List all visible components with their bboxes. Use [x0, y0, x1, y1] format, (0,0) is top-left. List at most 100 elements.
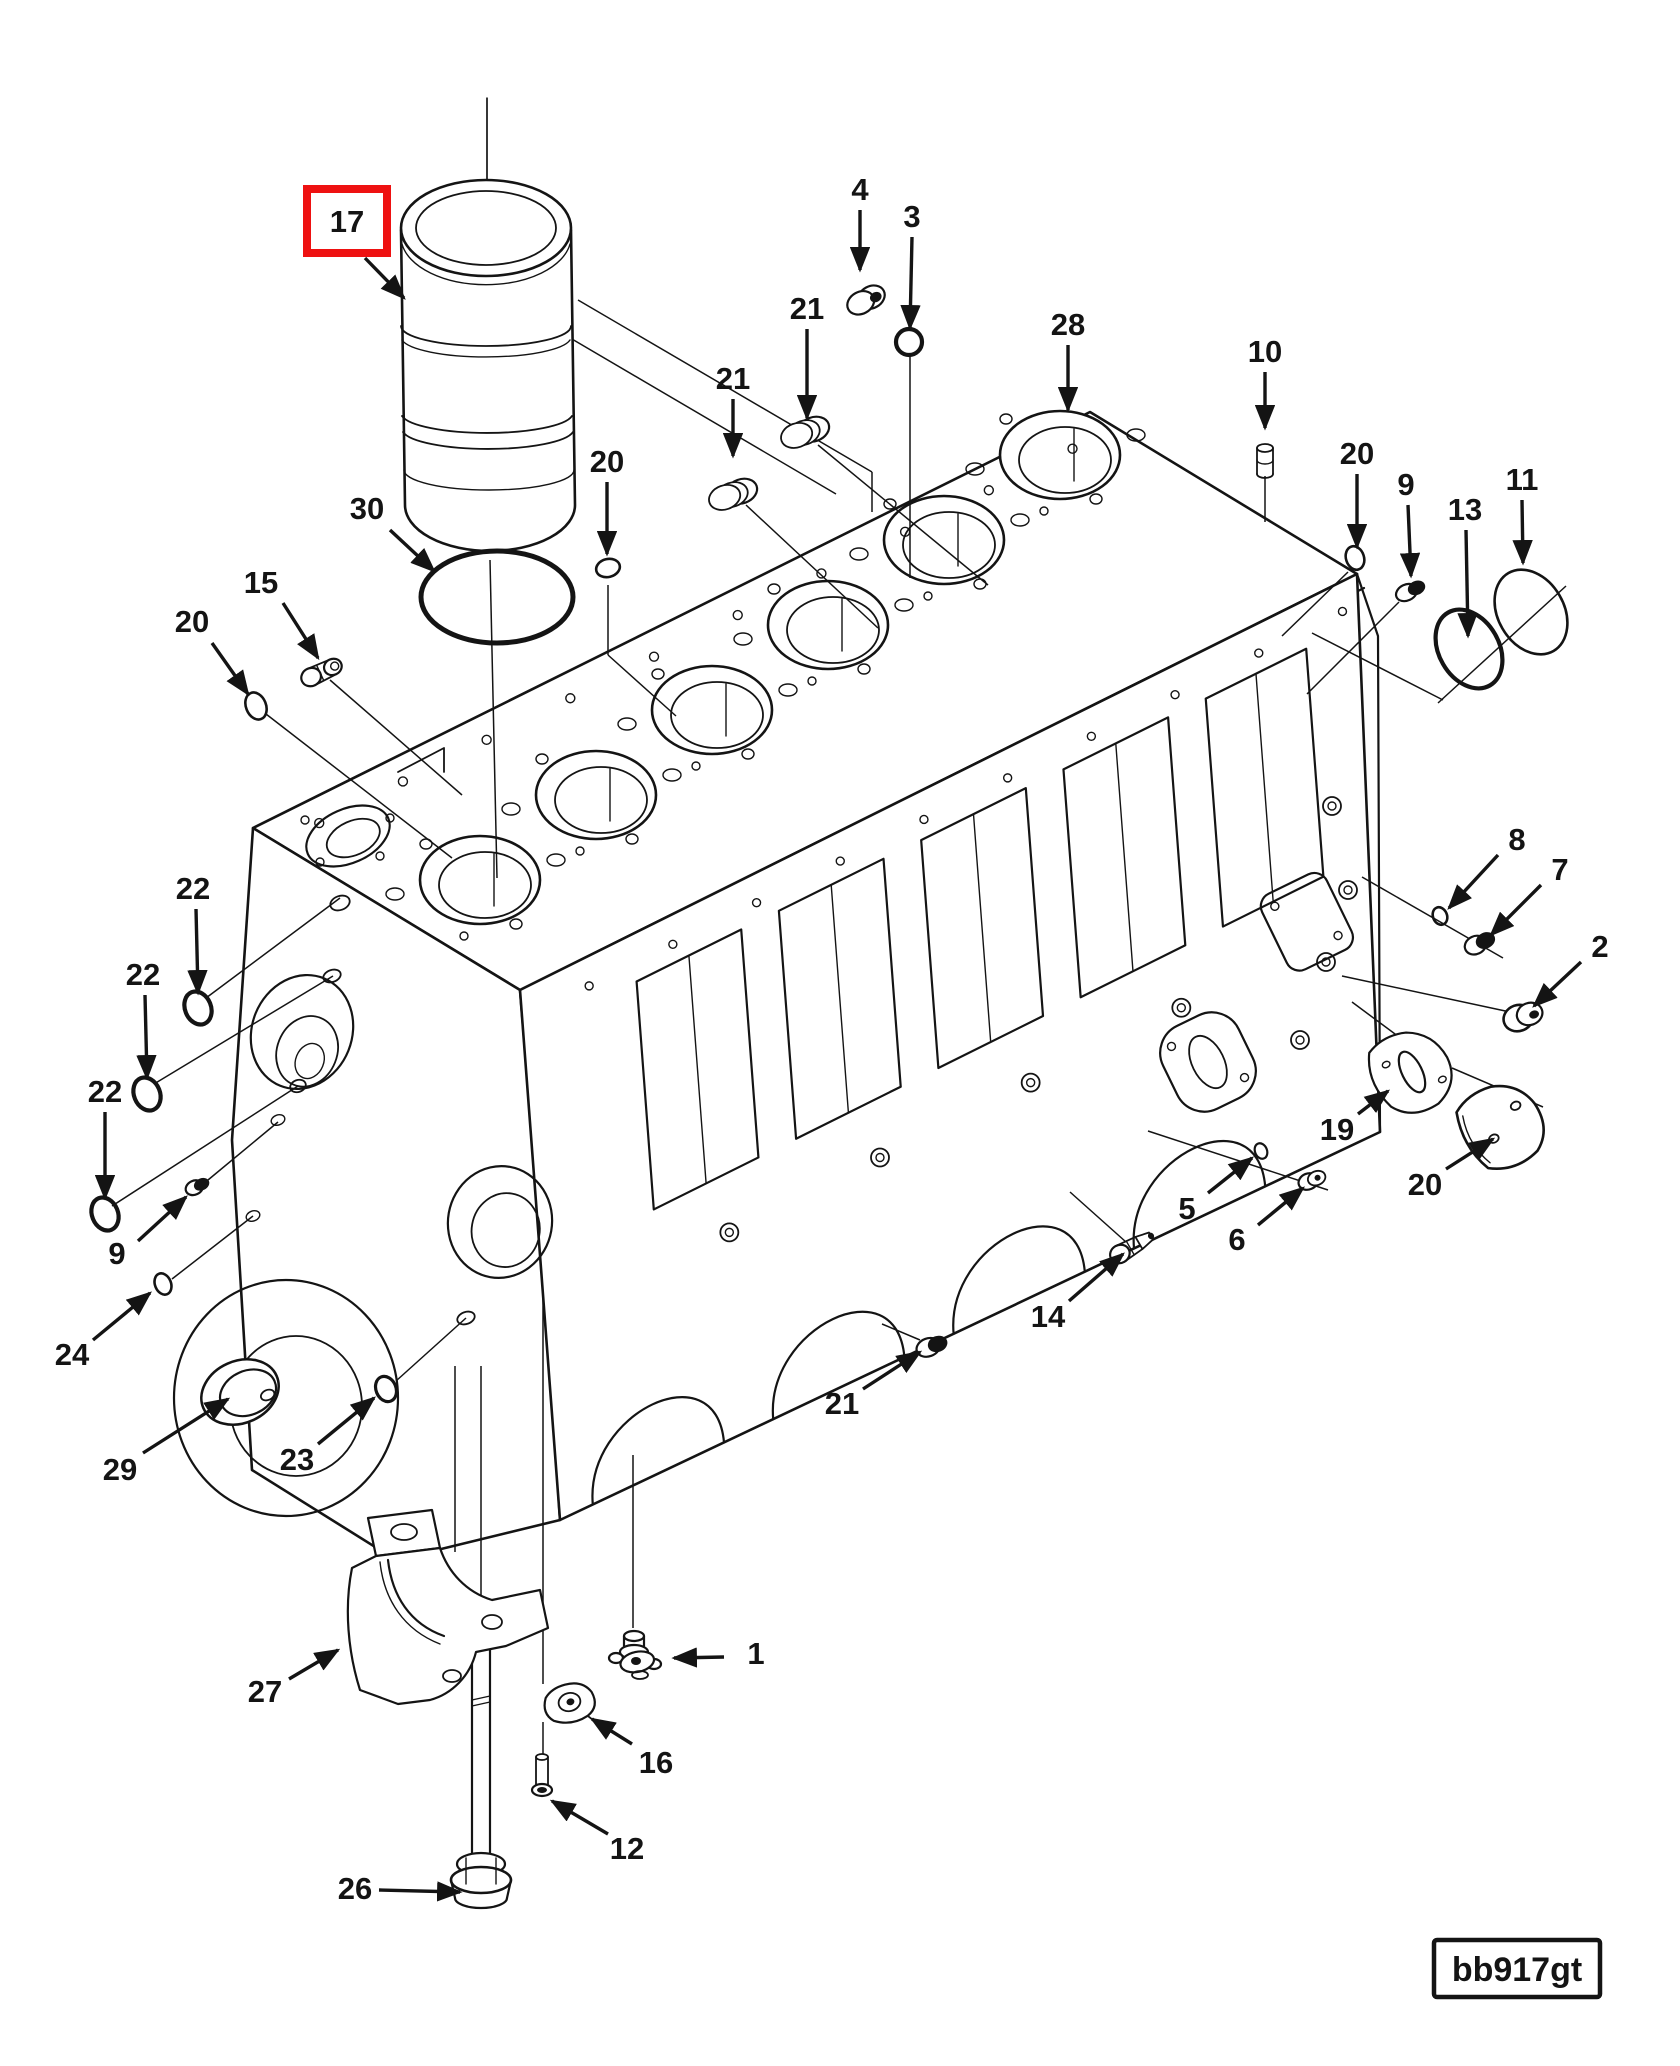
callout-24: 24	[55, 1291, 152, 1372]
callout-number: 22	[176, 871, 210, 906]
callout-number: 20	[175, 604, 209, 639]
callout-number: 10	[1248, 334, 1282, 369]
callout-17: 17	[303, 185, 406, 300]
bolt-12	[530, 1753, 554, 1798]
cap-bolt-26	[449, 1607, 513, 1910]
callout-1: 1	[671, 1636, 765, 1671]
callout-arrow	[1399, 504, 1421, 579]
callout-arrow	[281, 602, 320, 661]
callout-7: 7	[1489, 852, 1569, 937]
ring-21-mid	[780, 415, 831, 449]
callout-number: 14	[1031, 1299, 1066, 1334]
callout-arrow	[1532, 960, 1583, 1008]
callout-arrow	[388, 528, 436, 573]
callout-arrow	[91, 1291, 152, 1342]
callout-number: 21	[825, 1386, 859, 1421]
callout-arrow	[1445, 1137, 1496, 1171]
callout-number: 8	[1508, 822, 1525, 857]
callout-number: 21	[790, 291, 824, 326]
callout-number: 20	[1340, 436, 1374, 471]
callout-number: 19	[1320, 1112, 1354, 1147]
callout-number: 4	[851, 172, 869, 207]
callout-21-left: 21	[716, 361, 750, 459]
oring-20-left	[244, 691, 268, 721]
callout-12: 12	[549, 1799, 644, 1866]
callout-21-mid: 21	[790, 291, 824, 421]
callout-5: 5	[1178, 1156, 1254, 1226]
engine-block-drawing	[172, 409, 1382, 1562]
callout-arrow	[363, 256, 406, 300]
oring-24	[153, 1272, 173, 1296]
callout-21-bottom: 21	[825, 1350, 923, 1421]
bearing-cap-27	[346, 1508, 550, 1706]
callout-arrow	[136, 994, 157, 1081]
callout-22-b: 22	[126, 957, 160, 1081]
callout-22-c: 22	[88, 1074, 122, 1201]
callout-4: 4	[849, 172, 871, 273]
callout-9-right: 9	[1397, 467, 1421, 579]
callout-number: 22	[88, 1074, 122, 1109]
plug-6	[1297, 1169, 1327, 1191]
callout-number: 7	[1551, 852, 1568, 887]
callout-arrow	[1447, 853, 1500, 910]
callout-6: 6	[1228, 1186, 1305, 1257]
oring-11	[1493, 568, 1569, 656]
callout-13: 13	[1448, 492, 1482, 639]
callout-number: 5	[1178, 1191, 1195, 1226]
callout-arrow	[549, 1799, 609, 1836]
callout-number: 1	[747, 1636, 764, 1671]
dowel-10	[1256, 443, 1274, 479]
oring-3	[893, 326, 925, 358]
callout-number: 28	[1051, 307, 1085, 342]
callout-number: 9	[1397, 467, 1414, 502]
callout-number: 20	[1408, 1167, 1442, 1202]
callout-10: 10	[1248, 334, 1282, 431]
liner-oring-drawing	[418, 548, 576, 646]
plug-9-left	[184, 1177, 210, 1197]
cylinder-liner-drawing	[399, 97, 577, 553]
callout-number: 22	[126, 957, 160, 992]
callout-number: 11	[1506, 462, 1539, 497]
callout-28: 28	[1051, 307, 1085, 413]
callout-number: 15	[244, 565, 278, 600]
highlight-box	[303, 185, 391, 257]
callout-16: 16	[589, 1717, 673, 1780]
oring-23	[373, 1374, 399, 1404]
callout-arrow	[862, 1350, 923, 1391]
callout-arrow	[1356, 1089, 1391, 1116]
callout-20-left: 20	[175, 604, 250, 697]
callout-22-a: 22	[176, 871, 210, 996]
callout-20-bottom: 20	[1408, 1137, 1496, 1202]
callout-arrow	[142, 1397, 231, 1455]
callout-number: 16	[639, 1745, 673, 1780]
callout-8: 8	[1447, 822, 1526, 910]
callout-20-mid: 20	[590, 444, 624, 557]
callout-29: 29	[103, 1397, 231, 1487]
callout-arrow	[1457, 529, 1478, 639]
callout-number: 12	[610, 1831, 644, 1866]
callout-arrow	[1067, 1252, 1125, 1303]
callout-26: 26	[338, 1871, 463, 1906]
callout-14: 14	[1031, 1252, 1125, 1334]
callout-arrow	[1206, 1156, 1254, 1195]
callout-arrow	[900, 236, 921, 331]
oring-22-c	[89, 1195, 121, 1233]
callout-number: 23	[280, 1442, 314, 1477]
callout-arrow	[1256, 1186, 1305, 1227]
part-1	[607, 1629, 663, 1680]
callout-30: 30	[350, 491, 436, 573]
clamp-16	[543, 1682, 597, 1724]
oring-20-mid	[594, 557, 622, 579]
ring-21-left	[708, 477, 759, 511]
callout-number: 26	[338, 1871, 372, 1906]
oring-22-b	[131, 1075, 163, 1113]
figure-code-frame	[1431, 1937, 1603, 2000]
side-bolt-bosses	[1290, 796, 1358, 1050]
callout-number: 9	[108, 1236, 125, 1271]
callout-23: 23	[280, 1396, 376, 1477]
callout-number: 27	[248, 1674, 282, 1709]
callout-arrow	[288, 1648, 341, 1681]
callout-9-left: 9	[108, 1195, 188, 1271]
callout-number: 20	[590, 444, 624, 479]
